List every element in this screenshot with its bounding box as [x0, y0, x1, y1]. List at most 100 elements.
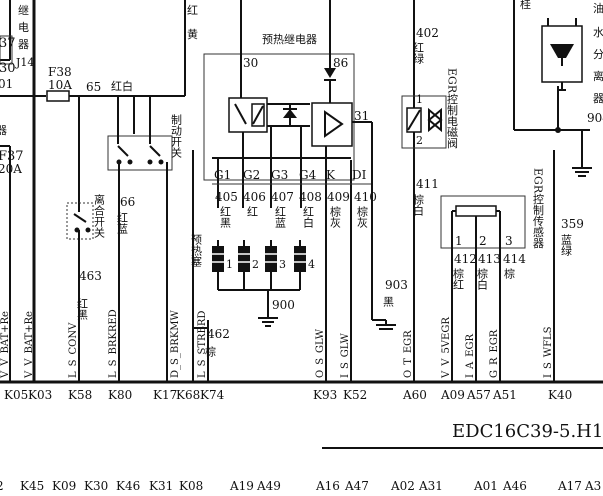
wire-903-color: 黑 [382, 296, 395, 307]
conn-k40: K40 [548, 388, 572, 402]
oil-line4: 离 [593, 69, 603, 83]
conn2-2: 2 [0, 479, 4, 493]
wire-903: 903 [385, 278, 408, 292]
relay-left-line2: 电 [18, 21, 29, 34]
signal-labels: V_V_BAT+Re V_V_BAT+Re L_S_CONV L_S_BRKRE… [0, 309, 554, 379]
wire-409-color: 棕灰 [329, 205, 342, 228]
conn2-a16: A16 [315, 479, 340, 493]
conn-k58: K58 [68, 388, 92, 402]
top-red: 红 [187, 4, 198, 17]
conn-k03: K03 [28, 388, 52, 402]
oil-line2: 水 [593, 26, 603, 39]
wire-406-color: 红 [246, 206, 259, 217]
egr-sensor-wire413-color: 棕白 [476, 267, 489, 290]
clutch-switch: 离合开关 463 红黑 [66, 193, 106, 382]
egr-valve-bottom-color: 棕白 [412, 193, 425, 216]
top-yellow: 黄 [187, 27, 198, 41]
signal-i-glw: I_S_GLW [340, 332, 351, 378]
fuse-f38-current: 10A [48, 78, 72, 92]
pin-g2: G2 [243, 168, 260, 182]
egr-sensor-name: EGR控制传感器 [532, 168, 545, 249]
preheat-relay: 预热继电器 30 86 31 G1 G2 G3 G4 K DI [190, 0, 408, 382]
wire-359: 359 [561, 217, 584, 231]
pin-g3: G3 [271, 168, 288, 182]
egr-sensor-pin3: 3 [505, 234, 513, 248]
wire-405: 405 [215, 190, 238, 204]
wire-462: 462 [207, 327, 230, 341]
conn-k93: K93 [313, 388, 337, 402]
left-partial-01: 01 [0, 77, 13, 91]
plug-4: 4 [308, 258, 315, 271]
signal-o-glw: O_S_GLW [315, 328, 326, 378]
brake-switch-name: 制动开关 [170, 114, 183, 159]
signal-bat2: V_V_BAT+Re [24, 311, 35, 379]
wire-410-color: 棕灰 [356, 205, 369, 228]
oil-water-separator: 桂 油 水 分 离 器 904 [513, 0, 603, 177]
left-section: 37 30 继 电 器 J14 01 器 F38 10A 65 红白 F37 2… [0, 0, 185, 382]
egr-sensor-wire412-color: 棕红 [452, 267, 465, 290]
egr-valve-wire-top: 402 [416, 26, 439, 40]
egr-sensor: 1 2 3 412 413 414 棕红 棕白 棕 EGR控制传感器 [440, 168, 545, 382]
fuse-f37-top-current: 30 [0, 61, 16, 76]
relay-left-line1: 继 [18, 4, 29, 17]
conn-k74: K74 [200, 388, 225, 402]
clutch-switch-name: 离合开关 [93, 193, 106, 239]
egr-valve: 402 红绿 1 2 EGR控制电磁阀 411 棕白 [401, 0, 459, 382]
pin-k: K [326, 168, 336, 182]
signal-brkred: L_S_BRKRED [108, 309, 119, 378]
signal-o-egr: O_T_EGR [403, 330, 414, 378]
plug-3: 3 [279, 258, 286, 271]
pin-31: 31 [354, 109, 369, 123]
egr-sensor-wire413: 413 [478, 252, 501, 266]
conn-k05: K05 [4, 388, 28, 402]
conn-a57: A57 [466, 388, 491, 402]
wire-406: 406 [243, 190, 266, 204]
conn2-k30: K30 [84, 479, 108, 493]
signal-5vegr: V_V_5VEGR [441, 317, 452, 379]
connector-row-1: K05 K03 K58 K80 K17 K68 K74 K93 K52 A60 … [4, 388, 572, 402]
conn2-a19: A19 [229, 479, 254, 493]
signal-r-egr: G_R_EGR [489, 329, 500, 378]
fuse-f38-label: F38 [48, 65, 72, 79]
wire-408: 408 [299, 190, 322, 204]
conn-k80: K80 [108, 388, 132, 402]
relay-left-line3: 器 [18, 38, 29, 51]
clutch-wire-color: 红黑 [76, 298, 89, 320]
brake-wire-number: 66 [120, 195, 135, 209]
egr-sensor-wire414: 414 [503, 252, 526, 266]
conn2-a31: A31 [418, 479, 443, 493]
left-partial-qi: 器 [0, 124, 7, 137]
conn2-a47: A47 [344, 479, 369, 493]
wire-407-color: 红蓝 [274, 206, 287, 228]
conn2-k09: K09 [52, 479, 76, 493]
egr-sensor-wire414-color: 棕 [503, 267, 516, 280]
fuse-f37-label: F37 [0, 149, 24, 164]
brake-switch: 制动开关 66 红蓝 [107, 0, 186, 382]
egr-valve-wire-bottom: 411 [416, 177, 439, 191]
egr-valve-name: EGR控制电磁阀 [446, 68, 459, 149]
wire-407: 407 [271, 190, 294, 204]
signal-strbrd: L_S_STRBRD [197, 311, 208, 378]
signal-bat1: V_V_BAT+Re [0, 311, 11, 379]
fuse-f37-current: 20A [0, 162, 22, 176]
wire-409: 409 [327, 190, 350, 204]
diagram-title: EDC16C39-5.H1 [452, 421, 603, 442]
conn-k68: K68 [176, 388, 200, 402]
egr-valve-pin1: 1 [416, 93, 423, 106]
wire-65-color: 红白 [111, 79, 133, 93]
conn-a60: A60 [402, 388, 427, 402]
glow-plug-label: 预热塞 [190, 234, 203, 267]
relay-amplifier [311, 102, 353, 147]
plug-2: 2 [252, 258, 259, 271]
wire-65-number: 65 [86, 80, 101, 94]
fuse-f38-body [46, 90, 70, 102]
pin-86: 86 [333, 56, 348, 70]
egr-valve-pin2: 2 [416, 134, 423, 147]
wire-462-color: 棕 [204, 345, 217, 358]
egr-sensor-wire412: 412 [454, 252, 477, 266]
connector-row-2: 2 K45 K09 K30 K46 K31 K08 A19 A49 A16 A4… [0, 479, 601, 493]
signal-wfls: I_S_WFLS [543, 326, 554, 378]
egr-valve-top-color: 红绿 [412, 42, 425, 64]
oil-line5: 器 [593, 92, 603, 105]
plug-1: 1 [226, 258, 233, 271]
